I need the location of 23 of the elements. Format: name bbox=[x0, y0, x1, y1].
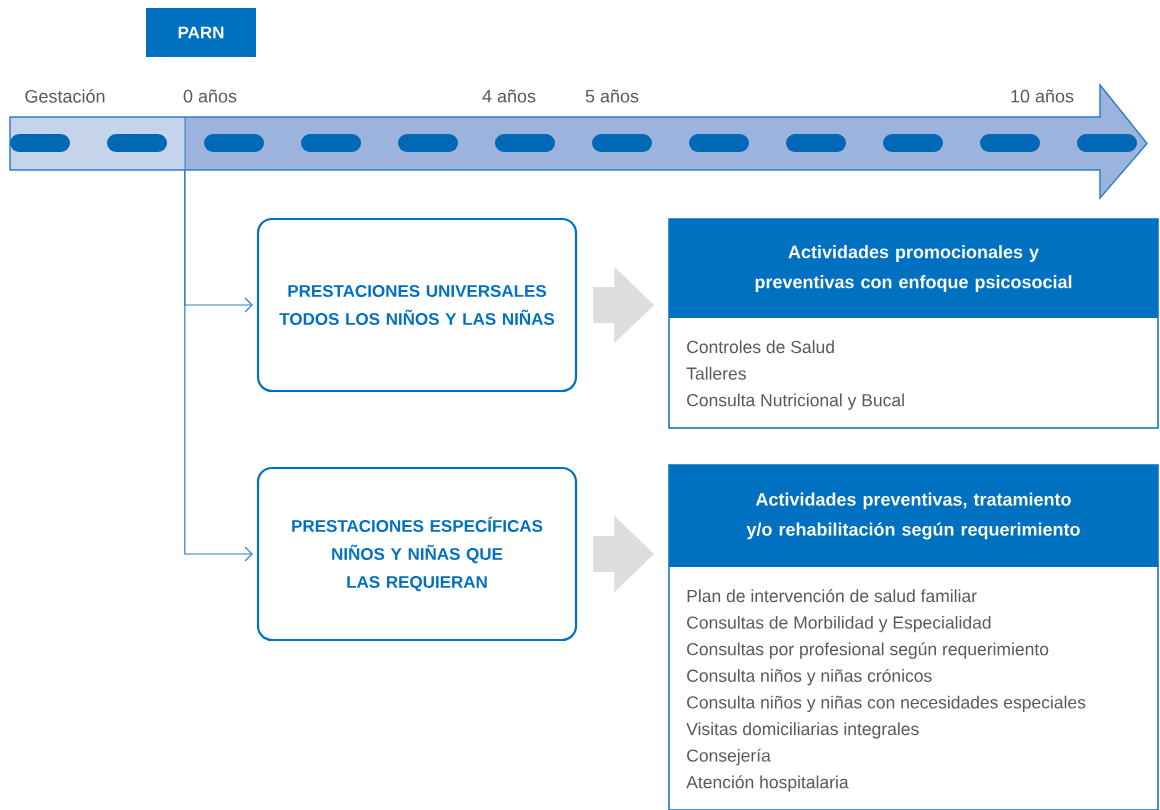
list-item: Consulta niños y niñas crónicos bbox=[687, 668, 932, 686]
axis-label: 4 años bbox=[482, 89, 536, 103]
arrow bbox=[184, 169, 253, 562]
list-item: Consultas por profesional según requerimiento bbox=[687, 642, 1049, 659]
list-item: Consulta niños y niñas con necesidades especiales bbox=[687, 695, 1086, 713]
list-item: Consejería bbox=[687, 748, 771, 766]
tag-box: PARN bbox=[146, 8, 256, 57]
list-item: Visitas domiciliarias integrales bbox=[686, 722, 919, 739]
timeline-arrow bbox=[9, 82, 1148, 200]
list-item: Plan de intervención de salud familiar bbox=[687, 589, 977, 603]
process-box: PRESTACIONES ESPECÍFICAS NIÑOS Y NIÑAS QUE LAS REQUIERAN bbox=[256, 466, 578, 642]
list-item: Atención hospitalaria bbox=[686, 775, 849, 792]
process-box: PRESTACIONES UNIVERSALES TODOS LOS NIÑOS Y LAS NIÑAS bbox=[256, 217, 578, 393]
card-heading: Actividades promocionales y preventivas con enfoque psicosocial bbox=[755, 245, 1072, 292]
list-item: Talleres bbox=[686, 366, 746, 380]
list-item: Consultas de Morbilidad y Especialidad bbox=[687, 615, 991, 633]
list-item: Consulta Nutricional y Bucal bbox=[687, 393, 904, 410]
axis-label: Gestación bbox=[25, 89, 105, 103]
axis-label: 0 años bbox=[183, 89, 237, 103]
axis-label: 5 años bbox=[585, 89, 639, 103]
card-heading: Actividades preventivas, tratamiento y/o rehabilitación según requerimiento bbox=[746, 492, 1080, 540]
axis-label: 10 años bbox=[1011, 89, 1074, 103]
list-item: Controles de Salud bbox=[687, 340, 834, 354]
